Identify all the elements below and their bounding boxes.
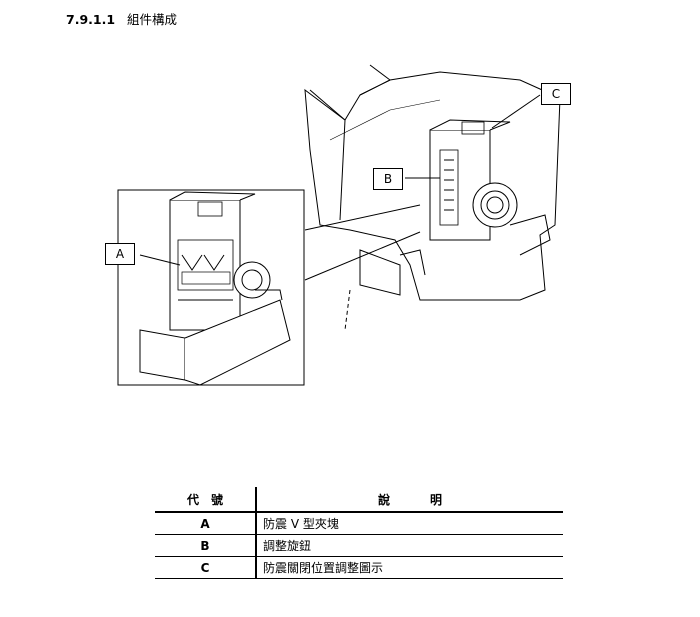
legend-header-desc: 說明: [256, 487, 563, 513]
callout-b: B: [373, 168, 403, 190]
legend-desc-a: 防震 V 型夾塊: [256, 512, 563, 535]
table-row: B 調整旋鈕: [155, 534, 563, 557]
section-number: 7.9.1.1: [66, 12, 116, 27]
legend-header-code: 代號: [155, 487, 257, 513]
legend-code-a: A: [155, 512, 257, 535]
assembly-drawing: [117, 64, 561, 386]
callout-a: A: [105, 243, 135, 265]
section-title: 組件構成: [127, 12, 178, 27]
legend-header-row: 代號 說明: [155, 487, 563, 513]
legend-code-b: B: [155, 534, 257, 557]
table-row: A 防震 V 型夾塊: [155, 512, 563, 535]
legend-table: 代號 說明 A 防震 V 型夾塊 B 調整旋鈕 C 防震關閉位置調整圖示: [155, 487, 563, 579]
legend-code-c: C: [155, 556, 257, 579]
legend-desc-c: 防震關閉位置調整圖示: [256, 556, 563, 579]
callout-c: C: [541, 83, 571, 105]
assembly-illustration: A B C: [105, 64, 571, 386]
legend-desc-b: 調整旋鈕: [256, 534, 563, 557]
section-heading: 7.9.1.1 組件構成: [66, 9, 177, 28]
table-row: C 防震關閉位置調整圖示: [155, 556, 563, 579]
